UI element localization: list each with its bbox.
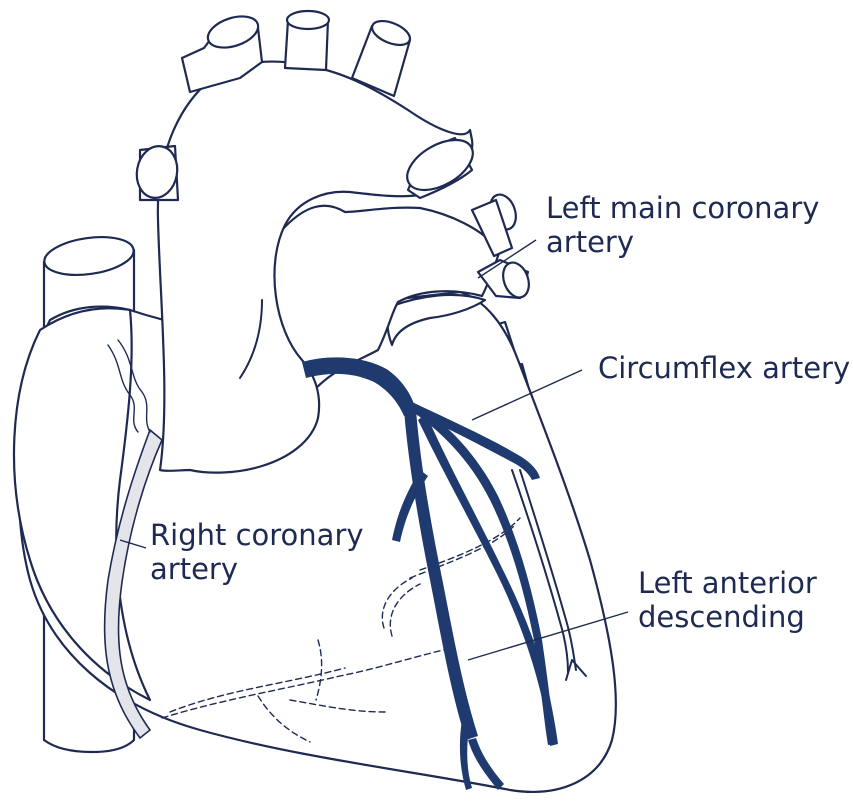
pulmonary-artery-opening [135,145,179,199]
label-left-main-coronary-artery: Left main coronary artery [546,191,819,259]
right-coronary-artery [103,428,163,740]
aorta-seam [239,299,263,379]
leader-circumflex [471,369,583,421]
circumflex-marginal-branch [519,469,577,671]
rca-branch-vessel [107,344,139,433]
label-line: Left main coronary [546,191,820,225]
label-line: Circumflex artery [598,351,851,385]
label-line: Left anterior [638,566,817,600]
label-line: Right coronary [150,518,364,552]
descending-aorta-opening [406,138,474,192]
label-right-coronary-artery: Right coronary artery [150,518,364,586]
brachiocephalic-opening [206,15,260,49]
marginal-fork [565,659,587,681]
label-line: artery [150,552,238,586]
leader-right-coronary [119,539,147,549]
left-atrium [386,293,487,347]
label-line: artery [546,225,634,259]
label-circumflex-artery: Circumflex artery [598,351,850,385]
lpa-opening-2 [502,261,530,299]
subclavian-opening [370,19,412,47]
leader-lad [467,611,629,661]
leader-left-main-coronary [477,239,537,279]
circumflex-marginal-branch-2 [511,469,569,673]
left-coronary-tree [302,357,558,790]
rca-branch-vessel-2 [117,339,151,433]
dashed-vessels [161,517,521,743]
lpa-tube [470,198,514,258]
label-left-anterior-descending: Left anterior descending [638,566,817,634]
label-line: descending [638,600,805,634]
carotid-opening [285,9,331,31]
